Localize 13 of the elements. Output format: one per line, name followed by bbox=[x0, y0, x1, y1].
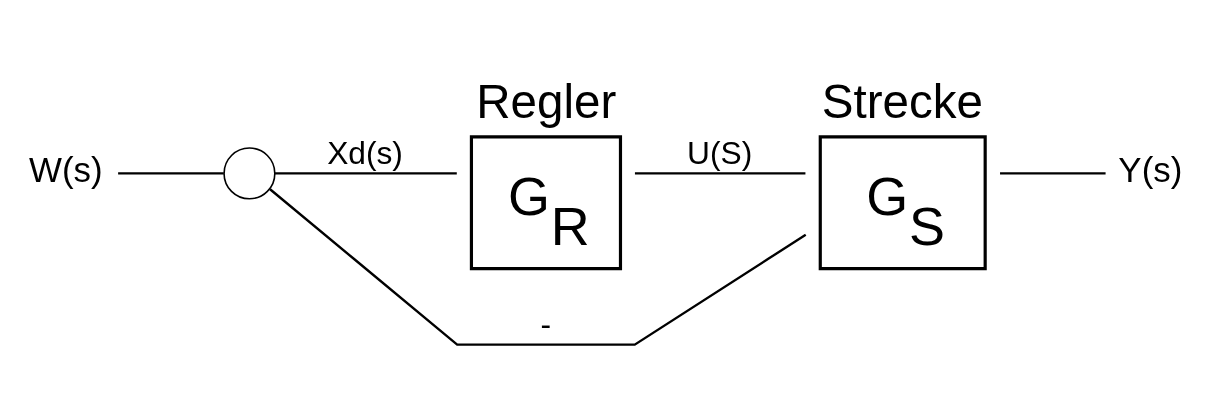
connector bbox=[269, 187, 807, 346]
connector bbox=[634, 171, 806, 175]
connector bbox=[118, 171, 224, 175]
edge-label: U(S) bbox=[687, 134, 753, 171]
node-text: Y(s) bbox=[1118, 149, 1183, 189]
node-circle bbox=[223, 146, 276, 200]
edge-label: - bbox=[540, 305, 551, 342]
edge-label: Xd(s) bbox=[327, 134, 403, 171]
connector bbox=[1000, 171, 1106, 175]
node-label: Regler bbox=[476, 74, 617, 128]
node-text: W(s) bbox=[29, 149, 103, 189]
connector bbox=[275, 171, 457, 175]
node-label: Strecke bbox=[821, 74, 984, 128]
